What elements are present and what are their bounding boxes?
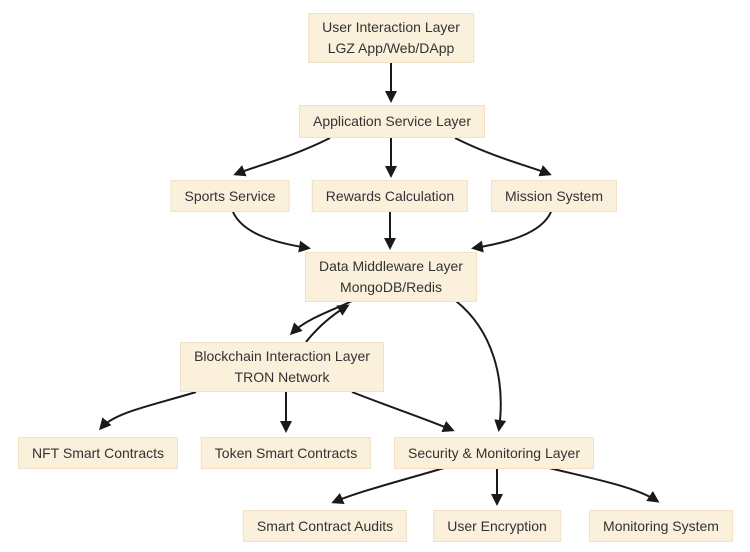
- node-label: NFT Smart Contracts: [32, 444, 164, 461]
- edge-app-sports: [233, 137, 331, 177]
- node-label: Smart Contract Audits: [256, 517, 394, 534]
- edge-sports-middleware: [232, 211, 311, 253]
- node-label: Data Middleware Layer: [319, 258, 463, 274]
- node-rewards: Rewards Calculation: [311, 180, 469, 212]
- node-token: Token Smart Contracts: [200, 437, 372, 469]
- node-label: User Encryption: [447, 517, 547, 534]
- node-sports: Sports Service: [170, 180, 290, 212]
- edge-blockchain-middleware: [305, 304, 350, 343]
- edge-blockchain-nft: [99, 391, 197, 431]
- node-label: Mission System: [504, 187, 604, 204]
- node-label: Application Service Layer: [313, 113, 471, 129]
- node-label: Blockchain Interaction Layer: [194, 348, 370, 364]
- node-label: MongoDB/Redis: [340, 279, 442, 295]
- node-label: Security & Monitoring Layer: [408, 444, 580, 461]
- edge-app-mission: [454, 137, 552, 177]
- edge-security-monitoring: [548, 467, 660, 503]
- edge-mission-middleware: [471, 211, 552, 253]
- node-label: Rewards Calculation: [325, 187, 455, 204]
- node-label: Token Smart Contracts: [214, 444, 358, 461]
- node-audits: Smart Contract Audits: [242, 510, 408, 542]
- node-mission: Mission System: [490, 180, 618, 212]
- node-label: Monitoring System: [603, 517, 719, 534]
- node-encryption: User Encryption: [433, 510, 561, 542]
- edge-security-audits: [331, 467, 445, 505]
- node-label: LGZ App/Web/DApp: [327, 40, 455, 56]
- node-label: User Interaction Layer: [322, 19, 460, 35]
- node-monitoring: Monitoring System: [589, 510, 733, 542]
- edge-middleware-security: [455, 300, 507, 432]
- node-nft: NFT Smart Contracts: [18, 437, 178, 469]
- node-label: Sports Service: [184, 187, 276, 204]
- node-label: TRON Network: [234, 369, 330, 385]
- edge-blockchain-security: [351, 391, 455, 433]
- edge-middleware-blockchain: [289, 300, 353, 336]
- node-app: Application Service Layer: [299, 105, 485, 138]
- node-security: Security & Monitoring Layer: [394, 437, 594, 469]
